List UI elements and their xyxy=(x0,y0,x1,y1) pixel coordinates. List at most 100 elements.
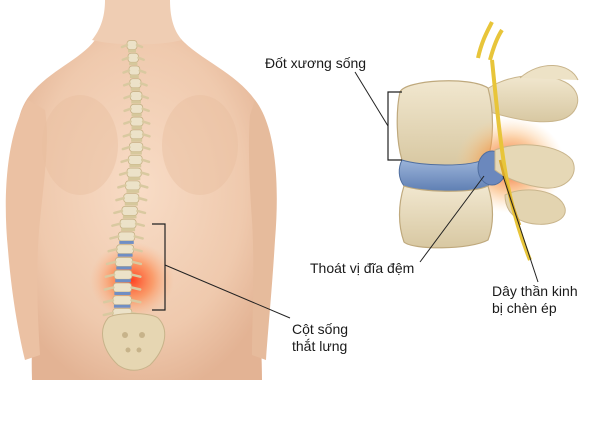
transverse-process xyxy=(135,43,144,49)
vertebra xyxy=(129,142,144,152)
label-lumbar-spine: Cột sống thắt lưng xyxy=(292,321,349,354)
vertebra xyxy=(129,91,143,101)
disc xyxy=(124,202,138,206)
transverse-process xyxy=(109,235,120,240)
transverse-process xyxy=(122,133,132,138)
vertebra xyxy=(129,78,142,89)
vertebra xyxy=(121,206,138,216)
transverse-process xyxy=(117,184,127,189)
disc xyxy=(130,151,142,155)
transverse-process xyxy=(123,107,132,113)
transverse-process xyxy=(141,133,151,138)
disc xyxy=(126,189,140,193)
disc xyxy=(115,279,131,283)
vertebra xyxy=(127,52,139,63)
transverse-process xyxy=(102,311,115,317)
lumbar-leader-line xyxy=(164,264,291,319)
transverse-process xyxy=(132,247,143,253)
vertebra xyxy=(112,295,132,306)
disc xyxy=(129,164,142,168)
lower-vertebra xyxy=(398,185,494,249)
pain-area xyxy=(90,242,174,318)
transverse-process xyxy=(141,145,151,151)
transverse-process xyxy=(105,260,117,266)
transverse-process xyxy=(103,286,115,291)
transverse-process xyxy=(104,273,116,278)
disc xyxy=(128,177,141,181)
transverse-process xyxy=(130,273,142,278)
transverse-process xyxy=(120,158,130,164)
transverse-process xyxy=(120,43,129,49)
vertebra xyxy=(125,180,141,191)
vertebra xyxy=(130,103,144,114)
transverse-process xyxy=(131,260,143,266)
label-herniated-disc: Thoát vị đĩa đệm xyxy=(310,260,415,276)
disc xyxy=(129,75,139,79)
vertebra xyxy=(113,269,133,280)
transverse-process xyxy=(140,171,150,176)
vertebra xyxy=(129,129,144,140)
disc xyxy=(114,291,131,295)
disc xyxy=(113,304,131,308)
transverse-process xyxy=(138,69,147,74)
disc xyxy=(116,266,132,270)
vertebra xyxy=(123,193,140,204)
vertebra xyxy=(126,40,138,50)
vertebra xyxy=(130,116,144,127)
sacrum xyxy=(102,313,166,371)
lumbar-bracket xyxy=(152,223,166,311)
transverse-process xyxy=(123,120,132,125)
transverse-process xyxy=(102,298,115,304)
transverse-process xyxy=(113,209,124,215)
label-vertebra: Đốt xương sống xyxy=(265,55,367,71)
vertebra xyxy=(128,65,141,76)
vertebra xyxy=(119,218,137,229)
transverse-process xyxy=(107,247,118,253)
disc xyxy=(128,49,136,53)
disc xyxy=(119,240,134,244)
vertebra-closeup xyxy=(354,21,579,283)
transverse-process xyxy=(123,94,132,100)
disc xyxy=(122,215,137,219)
transverse-process xyxy=(118,171,129,176)
disc xyxy=(131,100,142,104)
nerve-leader-line xyxy=(502,175,539,283)
transverse-process xyxy=(137,196,148,202)
transverse-process xyxy=(136,209,147,215)
vertebra xyxy=(126,167,142,178)
disc xyxy=(129,62,138,66)
transverse-process xyxy=(122,69,131,74)
vertebra xyxy=(114,257,134,267)
vertebra xyxy=(127,154,143,165)
transverse-process xyxy=(130,286,142,291)
transverse-process xyxy=(134,222,146,227)
vertebra xyxy=(116,244,134,255)
disc-leader-line xyxy=(419,175,485,263)
transverse-process xyxy=(139,82,148,87)
torso xyxy=(5,0,277,381)
transverse-process xyxy=(141,107,150,113)
transverse-process xyxy=(141,120,151,125)
transverse-process xyxy=(133,235,144,240)
transverse-process xyxy=(138,184,149,189)
vertebra-leader-line xyxy=(354,71,389,127)
disc xyxy=(131,138,143,142)
disc xyxy=(121,228,136,232)
disc xyxy=(131,126,143,130)
transverse-process xyxy=(137,56,145,62)
transverse-process xyxy=(130,298,142,304)
label-compressed-nerve: Dây thần kinh bị chèn ép xyxy=(492,283,578,316)
spine-column xyxy=(102,40,151,318)
transverse-process xyxy=(115,196,125,202)
transverse-process xyxy=(140,94,150,100)
transverse-process xyxy=(140,158,151,164)
disc xyxy=(131,113,142,117)
disc xyxy=(130,87,141,91)
compressed-nerve xyxy=(490,59,532,261)
transverse-process xyxy=(122,82,131,87)
vertebra xyxy=(112,282,132,293)
transverse-process xyxy=(121,56,130,62)
transverse-process xyxy=(121,145,131,151)
